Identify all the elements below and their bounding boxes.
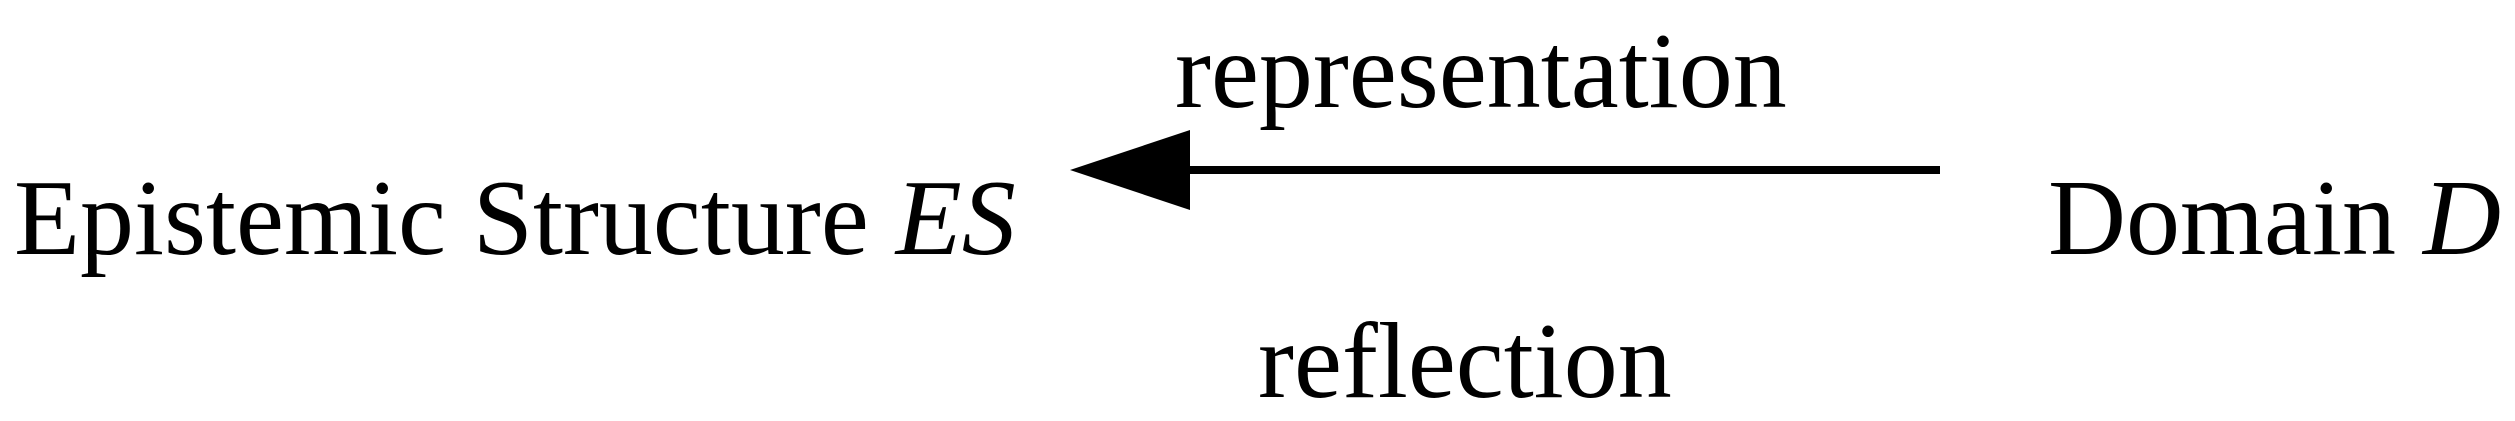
edge-label-representation: representation	[1175, 12, 1787, 131]
edge-label-reflection: reflection	[1258, 302, 1672, 421]
edge-arrowhead	[1070, 130, 1190, 210]
node-epistemic-structure: Epistemic Structure ES	[14, 165, 1016, 273]
node-domain-text: Domain	[2048, 159, 2396, 278]
arrow-left-icon	[1070, 130, 1940, 210]
node-domain-symbol: D	[2423, 159, 2501, 278]
node-domain: Domain D	[2048, 165, 2501, 273]
node-epistemic-structure-symbol: ES	[895, 159, 1016, 278]
node-epistemic-structure-text: Epistemic Structure	[14, 159, 869, 278]
